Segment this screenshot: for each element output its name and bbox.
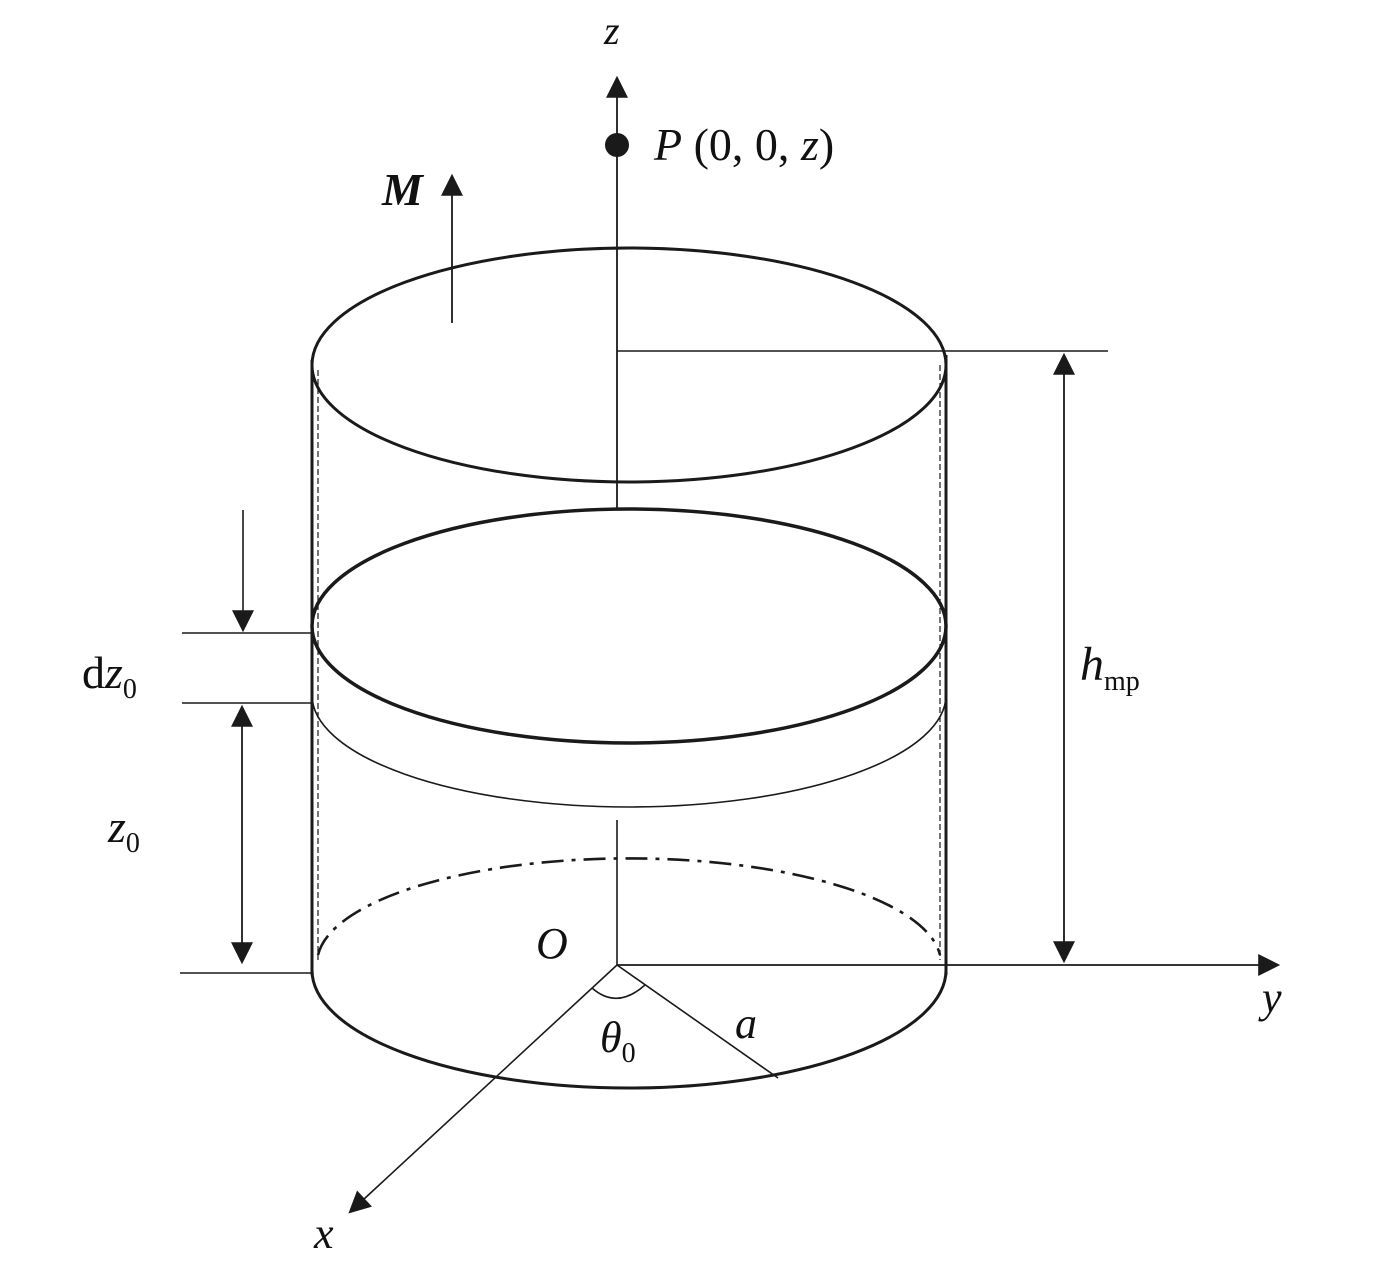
slice-offset-label: z0	[107, 801, 140, 859]
point-p-label: P (0, 0, z)	[653, 119, 834, 170]
x-axis	[348, 964, 618, 1214]
height-label: hmp	[1080, 638, 1140, 697]
point-p-marker	[605, 133, 629, 157]
origin-label: O	[536, 919, 568, 968]
bottom-face-back-arc	[316, 857, 942, 956]
z-axis-label: z	[603, 8, 620, 53]
top-face-ellipse	[310, 246, 948, 484]
x-axis-label: x	[313, 1209, 334, 1258]
bottom-face-front-arc	[310, 969, 948, 1090]
slice-thickness-label: dz0	[82, 647, 137, 705]
radius-line	[616, 964, 779, 1079]
slice-lower-arc	[311, 694, 947, 808]
slice-upper-ellipse	[310, 507, 948, 745]
radius-label: a	[735, 999, 757, 1048]
y-axis-label: y	[1258, 973, 1282, 1022]
angle-label: θ0	[600, 1013, 636, 1069]
magnetization-label: M	[381, 164, 425, 215]
angle-arc	[591, 984, 646, 1000]
